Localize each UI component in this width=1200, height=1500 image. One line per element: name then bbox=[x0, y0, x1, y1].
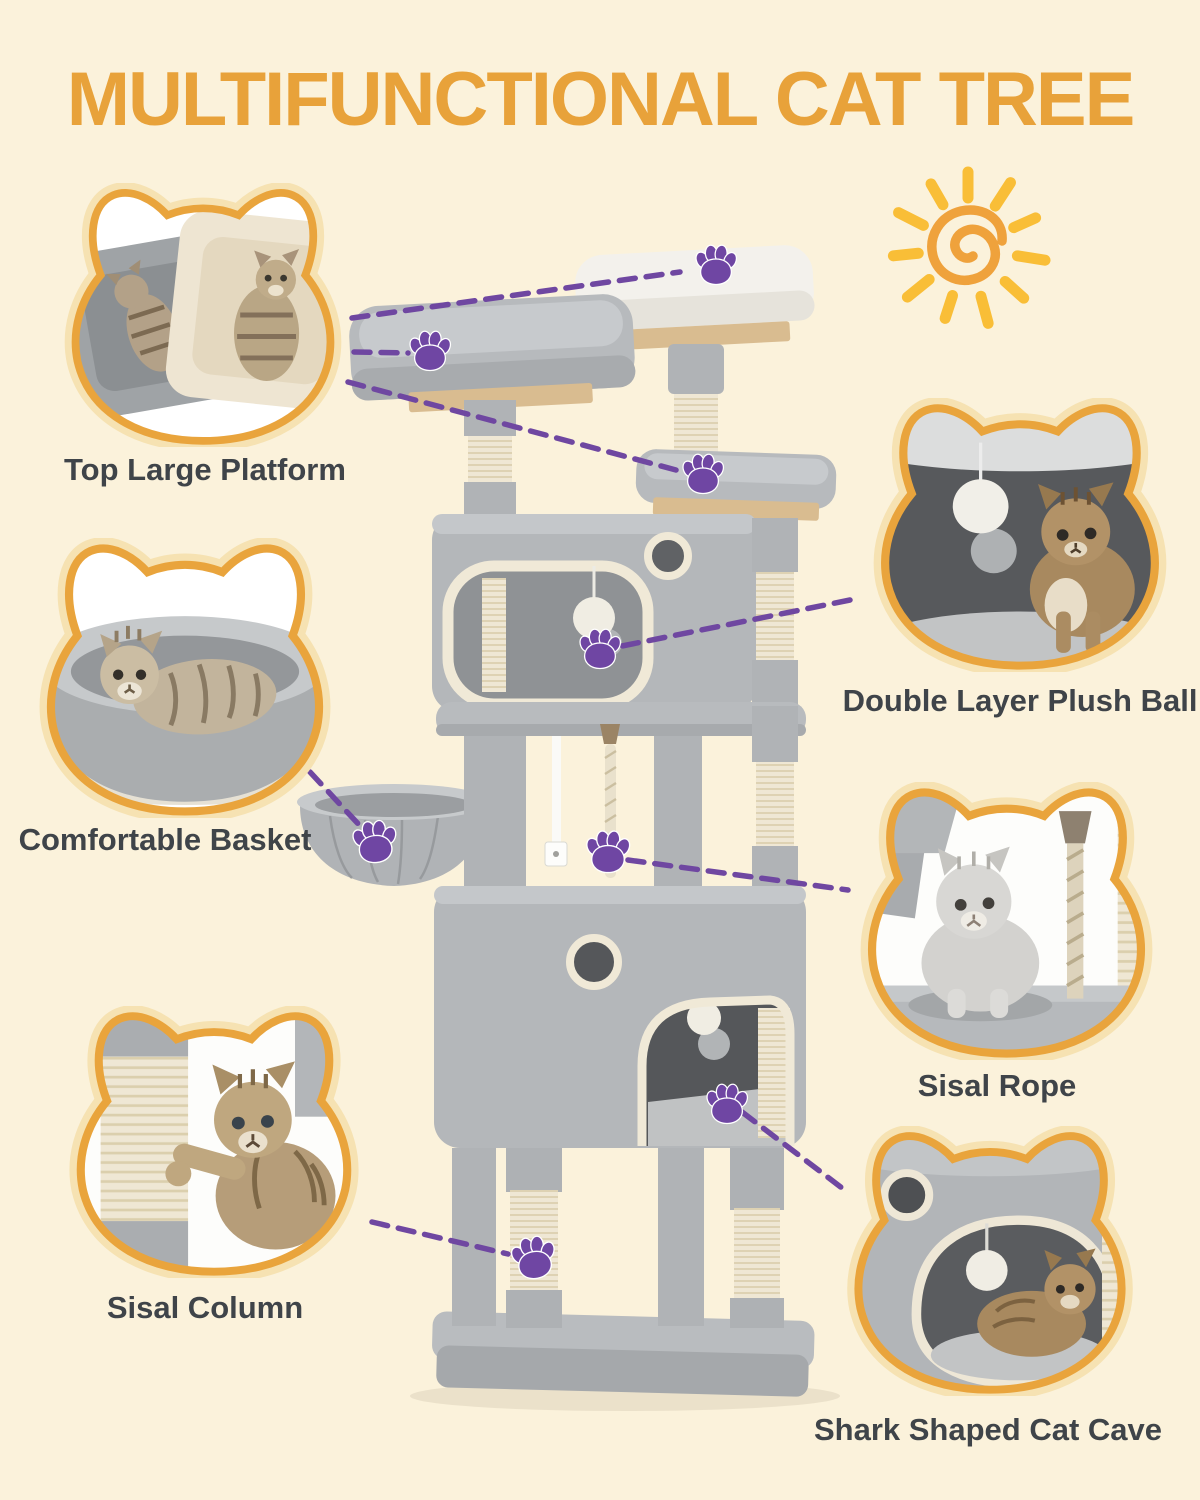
tree-post bbox=[752, 706, 798, 762]
feature-label-shark-shaped-cat-cave: Shark Shaped Cat Cave bbox=[813, 1412, 1163, 1447]
sun-icon bbox=[887, 166, 1051, 329]
tree-sisal-post bbox=[674, 394, 718, 458]
callout-line bbox=[307, 769, 365, 831]
feature-label-sisal-rope: Sisal Rope bbox=[917, 1068, 1077, 1103]
page-title: MULTIFUNCTIONAL CAT TREE bbox=[66, 57, 1136, 142]
callout-lines bbox=[307, 269, 853, 1257]
feature-label-sisal-column: Sisal Column bbox=[106, 1290, 304, 1325]
callout-line bbox=[619, 597, 853, 649]
callout-line bbox=[369, 1219, 511, 1257]
callout-line bbox=[739, 1109, 845, 1191]
feature-bubble-shark-shaped-cat-cave bbox=[830, 1126, 1150, 1396]
photo-double-layer-plush-ball bbox=[885, 408, 1155, 666]
tree-legs bbox=[452, 1148, 784, 1328]
feature-bubble-top-large-platform bbox=[48, 183, 358, 447]
tree-post bbox=[464, 482, 516, 516]
feature-label-double-layer-plush-ball: Double Layer Plush Ball bbox=[842, 683, 1198, 718]
tree-post bbox=[464, 736, 526, 888]
feature-label-top-large-platform: Top Large Platform bbox=[64, 452, 346, 487]
feature-bubble-comfortable-basket bbox=[22, 538, 348, 818]
paw-print-icon bbox=[583, 829, 633, 874]
callout-line bbox=[345, 379, 679, 473]
cat-tree-illustration bbox=[297, 245, 840, 1411]
callout-line bbox=[351, 349, 411, 356]
tree-upper-condo bbox=[432, 514, 756, 712]
photo-comfortable-basket bbox=[50, 548, 320, 812]
tree-middle-platform bbox=[635, 449, 837, 521]
tree-post bbox=[752, 518, 798, 572]
photo-sisal-column bbox=[80, 1016, 348, 1272]
tree-sisal-post bbox=[468, 436, 512, 482]
tree-top-platform bbox=[575, 245, 815, 351]
photo-top-large-platform bbox=[75, 192, 331, 441]
tree-post bbox=[752, 660, 798, 706]
callout-line bbox=[625, 857, 851, 893]
feature-label-comfortable-basket: Comfortable Basket bbox=[18, 822, 312, 857]
tree-post bbox=[668, 344, 724, 394]
tree-sisal-post bbox=[756, 762, 794, 846]
feature-bubble-double-layer-plush-ball bbox=[856, 398, 1184, 672]
tree-tag bbox=[544, 736, 568, 867]
feature-bubble-sisal-column bbox=[52, 1006, 376, 1278]
tree-shelf bbox=[436, 702, 806, 736]
tree-lower-condo bbox=[434, 886, 806, 1148]
feature-bubble-sisal-rope bbox=[843, 782, 1170, 1060]
callout-line bbox=[349, 269, 683, 321]
